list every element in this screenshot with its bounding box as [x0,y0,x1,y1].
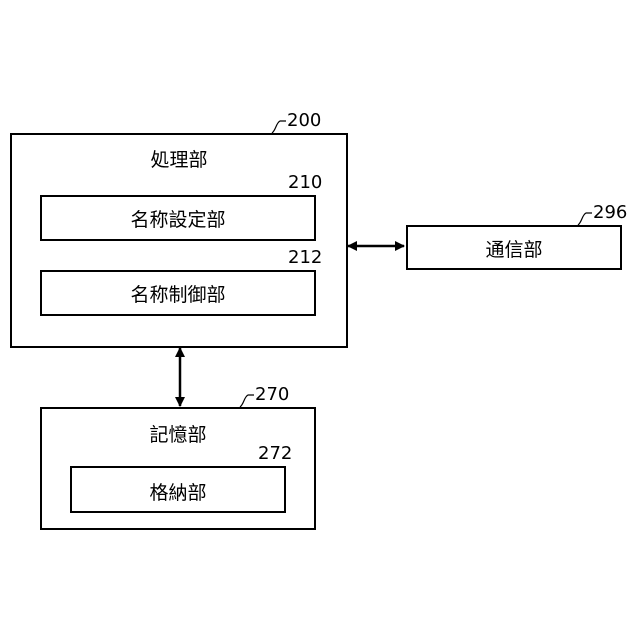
storing-label: 格納部 [70,478,286,505]
leader-200 [272,121,286,133]
storing-ref: 272 [258,443,292,464]
name-control-label: 名称制御部 [40,280,316,307]
processing-ref: 200 [287,110,321,131]
storage-ref: 270 [255,384,289,405]
name-setting-label: 名称設定部 [40,205,316,232]
communication-ref: 296 [593,202,627,223]
name-control-ref: 212 [288,247,322,268]
processing-label: 処理部 [10,145,348,172]
leader-270 [240,395,254,407]
name-setting-ref: 210 [288,172,322,193]
communication-label: 通信部 [406,235,622,262]
leader-296 [578,213,592,225]
